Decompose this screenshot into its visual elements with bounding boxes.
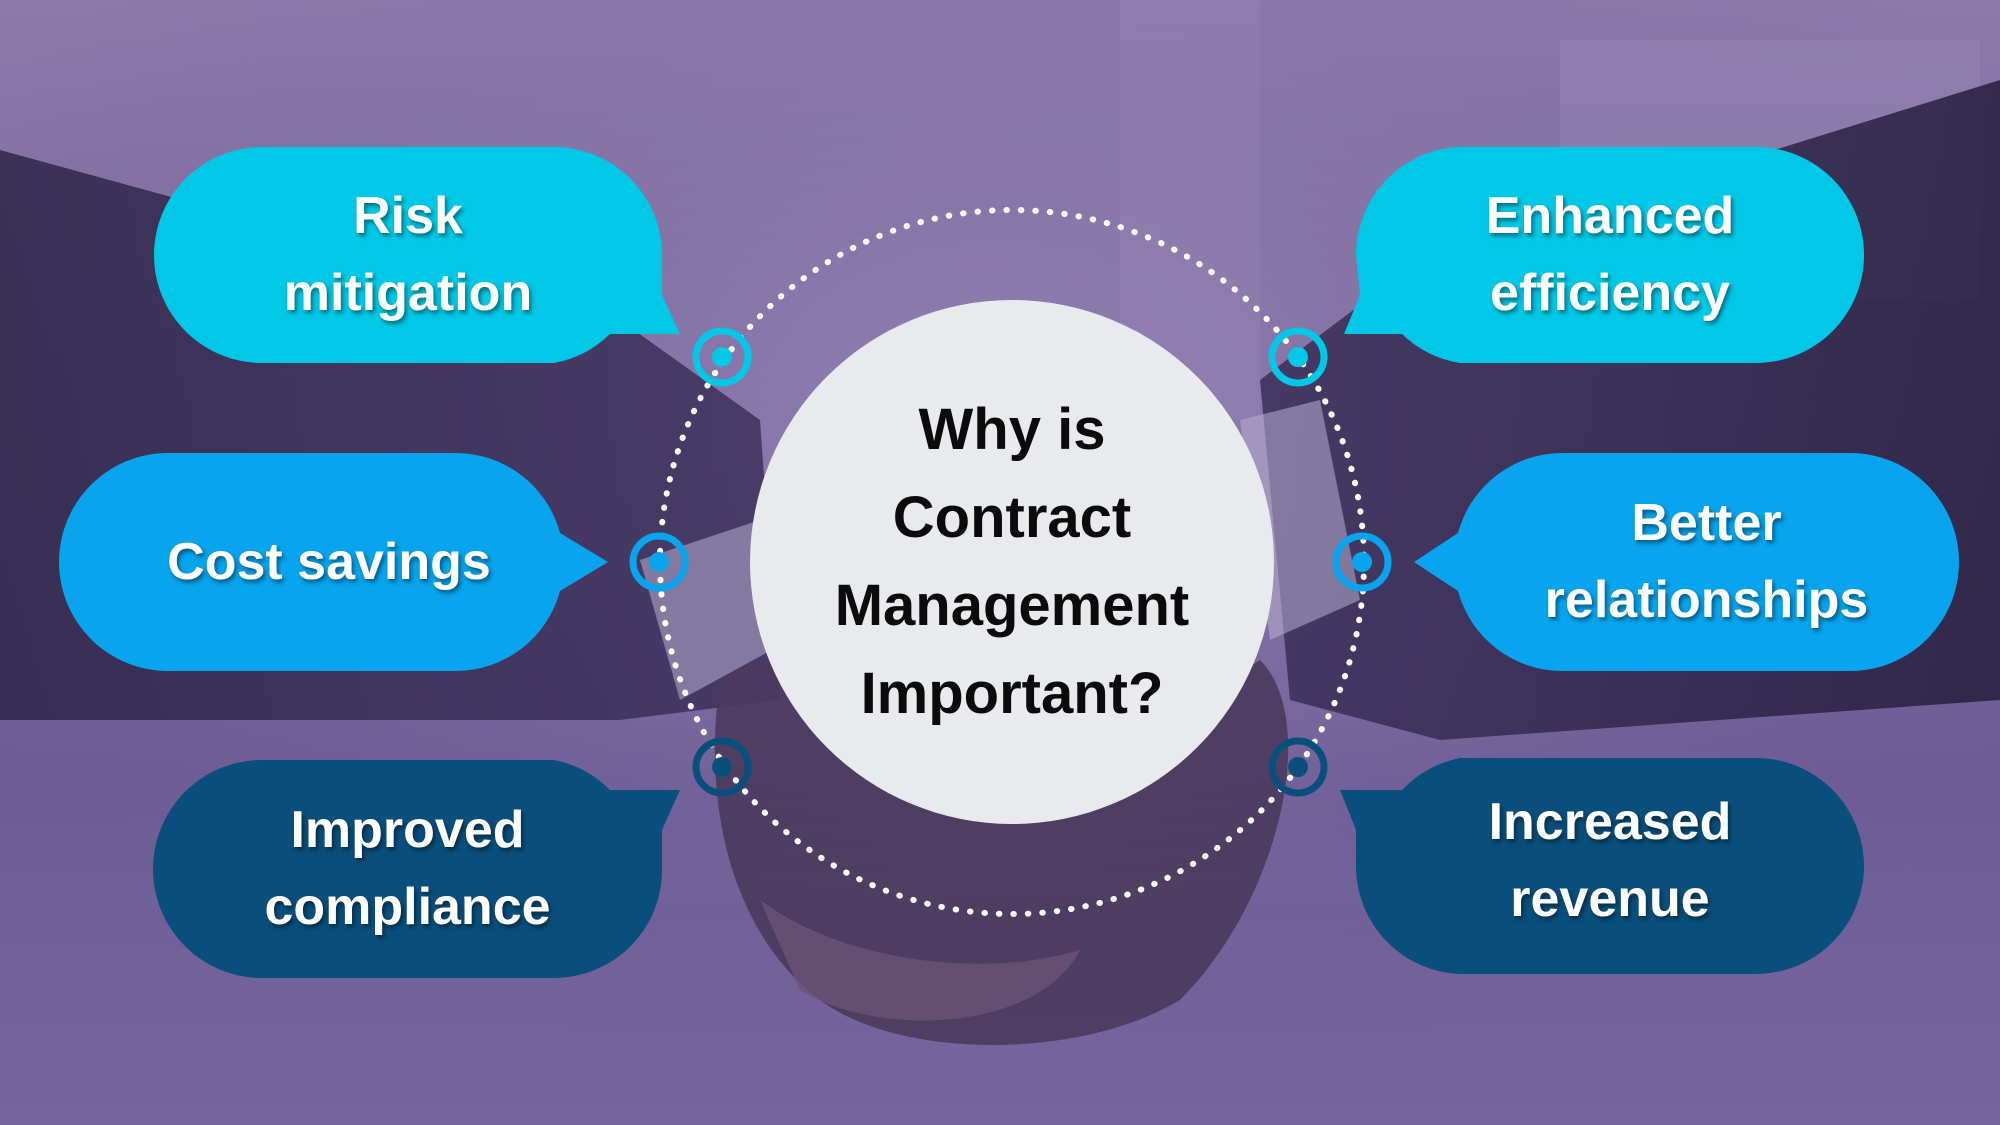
label-line: compliance bbox=[264, 878, 551, 936]
label-enhanced-efficiency: Enhanced efficiency bbox=[1356, 147, 1864, 363]
label-risk-mitigation: Risk mitigation bbox=[154, 147, 662, 363]
connector-node-better-relationships bbox=[1332, 532, 1392, 592]
connector-node-increased-revenue bbox=[1268, 737, 1328, 797]
label-line: Cost savings bbox=[167, 532, 491, 591]
bubble-cost-savings bbox=[59, 453, 608, 671]
center-question: Why is Contract Management Important? bbox=[750, 300, 1274, 824]
label-better-relationships: Better relationships bbox=[1454, 453, 1959, 671]
label-line: mitigation bbox=[283, 264, 533, 322]
bubble-better-relationships bbox=[1414, 453, 1959, 671]
label-line: Risk bbox=[353, 187, 463, 245]
label-line: Enhanced bbox=[1485, 187, 1735, 245]
center-line-1: Why is bbox=[918, 397, 1106, 462]
center-line-3: Management bbox=[834, 573, 1190, 638]
connector-node-risk-mitigation bbox=[692, 327, 752, 387]
label-cost-savings: Cost savings bbox=[59, 453, 599, 671]
label-line: efficiency bbox=[1490, 264, 1730, 322]
bubble-improved-compliance bbox=[153, 760, 680, 978]
label-line: Increased bbox=[1488, 793, 1732, 851]
connector-node-improved-compliance bbox=[692, 737, 752, 797]
center-line-2: Contract bbox=[892, 485, 1132, 550]
connector-node-enhanced-efficiency bbox=[1268, 327, 1328, 387]
connector-node-cost-savings bbox=[629, 532, 689, 592]
label-improved-compliance: Improved compliance bbox=[153, 760, 662, 978]
bubble-enhanced-efficiency bbox=[1344, 147, 1864, 363]
center-circle bbox=[750, 300, 1274, 824]
label-increased-revenue: Increased revenue bbox=[1356, 752, 1864, 970]
center-line-4: Important? bbox=[860, 661, 1164, 726]
label-line: relationships bbox=[1544, 571, 1869, 629]
bubble-risk-mitigation bbox=[154, 147, 680, 363]
label-line: revenue bbox=[1510, 870, 1710, 928]
bubble-increased-revenue bbox=[1340, 758, 1864, 974]
label-line: Improved bbox=[290, 801, 525, 859]
label-line: Better bbox=[1631, 494, 1782, 552]
